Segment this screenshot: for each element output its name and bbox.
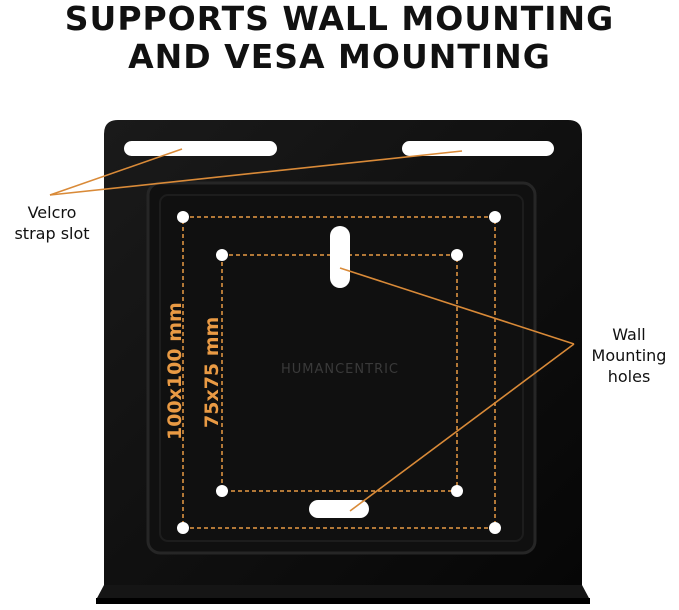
hole-75-tl <box>216 249 228 261</box>
wall-callout: Wall Mounting holes <box>573 324 679 387</box>
wall-hole-top <box>330 226 350 288</box>
hole-100-br <box>489 522 501 534</box>
vesa-75-outline <box>221 254 458 492</box>
wall-callout-line-2: Mounting <box>591 346 667 365</box>
hole-100-tl <box>177 211 189 223</box>
wall-callout-line-1: Wall <box>612 325 646 344</box>
hole-75-tr <box>451 249 463 261</box>
velcro-callout-line-1: Velcro <box>27 203 77 222</box>
velcro-callout: Velcro strap slot <box>0 202 104 244</box>
hole-75-br <box>451 485 463 497</box>
hole-75-bl <box>216 485 228 497</box>
velcro-slot-left <box>124 141 277 156</box>
wall-leader-top <box>339 267 575 345</box>
velcro-leader-left <box>49 148 183 196</box>
dimension-100-label: 100x100 mm <box>164 302 186 440</box>
velcro-slot-right <box>402 141 554 156</box>
velcro-callout-line-2: strap slot <box>14 224 90 243</box>
heading-line-2: AND VESA MOUNTING <box>128 37 551 76</box>
wall-callout-line-3: holes <box>607 367 651 386</box>
hole-100-bl <box>177 522 189 534</box>
recessed-panel <box>146 181 537 555</box>
dimension-75-label: 75x75 mm <box>201 317 223 428</box>
hole-100-tr <box>489 211 501 223</box>
velcro-leader-right <box>49 150 463 196</box>
wall-leader-bottom <box>349 343 575 512</box>
wall-hole-bottom <box>309 500 369 518</box>
heading-line-1: SUPPORTS WALL MOUNTING <box>64 0 615 38</box>
brand-mark: HUMANCENTRIC <box>281 362 399 377</box>
mount-base <box>96 585 590 600</box>
vesa-100-outline <box>182 216 496 529</box>
